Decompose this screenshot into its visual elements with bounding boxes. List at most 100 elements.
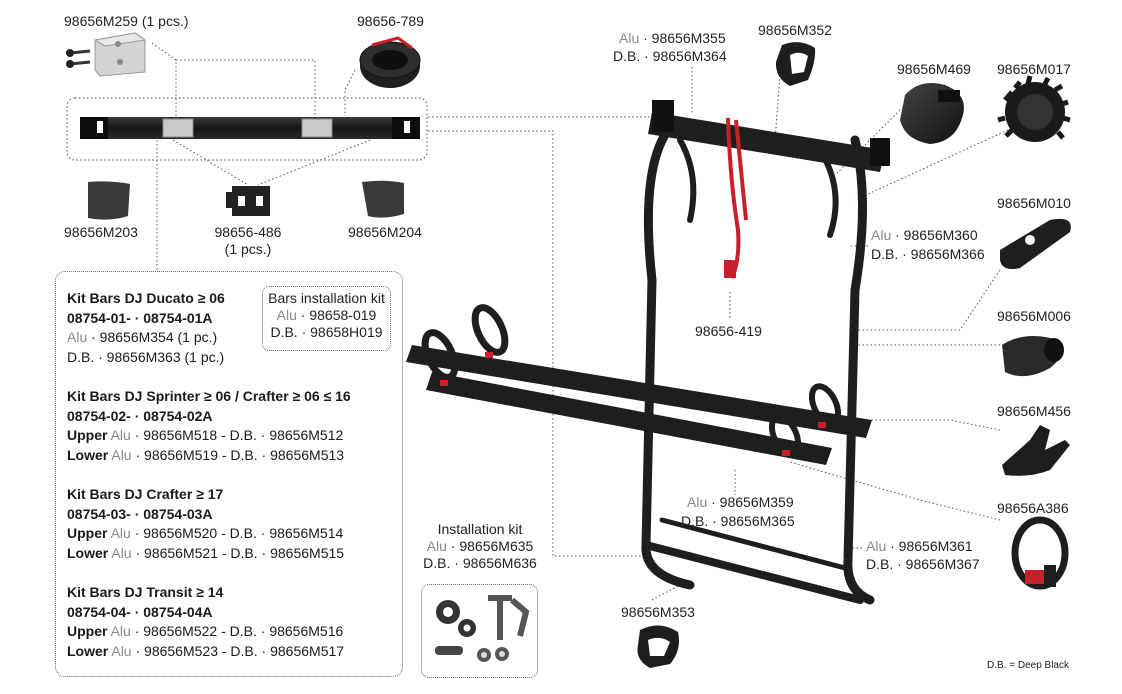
lower-bar-part <box>80 117 420 139</box>
part-label-419: 98656-419 <box>695 323 762 339</box>
bars-kit-title: Bars installation kit <box>268 290 385 306</box>
part-label-m017: 98656M017 <box>997 61 1071 77</box>
upper-label: Upper <box>67 525 108 541</box>
strap-part-icon <box>724 117 748 279</box>
part-label-a386: 98656A386 <box>997 500 1069 516</box>
kit-upper-line: Upper Alu · 98656M520 - D.B. · 98656M514 <box>67 524 344 544</box>
cradle-icon <box>775 42 816 86</box>
kit-upper-line: Upper Alu · 98656M518 - D.B. · 98656M512 <box>67 426 351 446</box>
part-code: · 98656M366 <box>902 246 985 262</box>
lower-label: Lower <box>67 642 109 659</box>
kit-title: Kit Bars DJ Ducato ≥ 06 <box>67 290 225 306</box>
part-code: · 98656M635 <box>450 538 534 554</box>
db-label: D.B. <box>681 513 709 529</box>
part-label-m367: D.B. · 98656M367 <box>866 556 980 573</box>
part-code: · 98656M365 <box>712 513 795 529</box>
top-bar-part <box>648 100 890 172</box>
bars-installation-kit: Bars installation kit Alu · 98658-019 D.… <box>262 290 391 341</box>
part-code: · 98656M354 (1 pc.) <box>91 329 218 345</box>
part-code: · 98656M367 <box>897 556 980 572</box>
kit-db-line: D.B. · 98656M363 (1 pc.) <box>67 348 225 365</box>
kit-codes: 08754-04- · 08754-04A <box>67 603 213 620</box>
part-label-486: 98656-486 (1 pcs.) <box>213 224 283 258</box>
alu-label: Alu <box>111 642 132 659</box>
part-code: · 98656M521 - D.B. · 98656M515 <box>135 544 345 561</box>
upper-label: Upper <box>67 623 108 639</box>
lower-label: Lower <box>67 446 109 463</box>
bracket-part-icon <box>66 32 147 77</box>
part-label-m359: Alu · 98656M359 <box>687 494 794 511</box>
kit-title: Kit Bars DJ Transit ≥ 14 <box>67 584 224 600</box>
part-label-486-qty: (1 pcs.) <box>224 241 272 257</box>
part-code: · 98656M518 - D.B. · 98656M512 <box>134 427 344 443</box>
kit-title: Kit Bars DJ Crafter ≥ 17 <box>67 486 224 502</box>
part-label-m469: 98656M469 <box>897 61 971 77</box>
part-label-m364: D.B. · 98656M364 <box>613 48 727 65</box>
bike-trays <box>406 304 872 465</box>
kit-codes: 08754-03- · 08754-03A <box>67 505 213 522</box>
db-label: D.B. <box>423 555 451 571</box>
alu-label: Alu <box>110 525 131 541</box>
part-label-m203: 98656M203 <box>64 224 138 240</box>
end-cap-right-icon <box>362 180 404 218</box>
kit-lower-line: Lower Alu · 98656M523 - D.B. · 98656M517 <box>67 642 344 662</box>
part-code: · 98656M523 - D.B. · 98656M517 <box>135 642 345 659</box>
part-code: · 98656M359 <box>711 494 794 510</box>
kit-sprinter: Kit Bars DJ Sprinter ≥ 06 / Crafter ≥ 06… <box>67 387 351 465</box>
installation-kit-box <box>421 584 538 678</box>
part-label-m366: D.B. · 98656M366 <box>871 246 985 263</box>
part-code: · 98656M355 <box>643 30 726 46</box>
strap-roll-icon <box>359 36 421 88</box>
wheel-holder-icon <box>1002 425 1070 476</box>
alu-label: Alu <box>111 446 132 463</box>
strap-ring-icon <box>1011 516 1069 590</box>
cradle-lower-icon <box>637 625 679 668</box>
part-code: · 98656M364 <box>644 48 727 64</box>
db-label: D.B. <box>871 246 899 262</box>
part-label-m006: 98656M006 <box>997 308 1071 324</box>
kit-alu-line: Alu · 98656M354 (1 pc.) <box>67 328 225 348</box>
db-label: D.B. <box>270 324 298 340</box>
hardware-icons <box>435 595 530 662</box>
upper-label: Upper <box>67 427 108 443</box>
part-code: · 98656M361 <box>890 538 973 554</box>
kit-transit: Kit Bars DJ Transit ≥ 14 08754-04- · 087… <box>67 583 344 661</box>
part-code: · 98658-019 <box>300 307 377 323</box>
part-code: · 98656M360 <box>895 227 978 243</box>
part-label-m365: D.B. · 98656M365 <box>681 513 795 530</box>
install-kit-db: D.B. · 98656M636 <box>418 555 542 572</box>
part-label-486-code: 98656-486 <box>214 224 282 240</box>
alu-label: Alu <box>110 623 131 639</box>
part-label-m355: Alu · 98656M355 <box>619 30 726 47</box>
kit-lower-line: Lower Alu · 98656M519 - D.B. · 98656M513 <box>67 446 351 466</box>
install-kit-title: Installation kit <box>437 521 523 537</box>
part-code: · 98656M636 <box>454 555 537 571</box>
kit-title: Kit Bars DJ Sprinter ≥ 06 / Crafter ≥ 06… <box>67 388 351 404</box>
part-label-m352: 98656M352 <box>758 22 832 38</box>
install-kit-alu: Alu · 98656M635 <box>418 538 542 555</box>
part-label-m361: Alu · 98656M361 <box>866 538 973 555</box>
kit-lower-line: Lower Alu · 98656M521 - D.B. · 98656M515 <box>67 544 344 564</box>
db-label: D.B. <box>613 48 641 64</box>
alu-label: Alu <box>619 30 640 46</box>
lower-label: Lower <box>67 544 109 561</box>
kit-codes: 08754-01- · 08754-01A <box>67 309 213 326</box>
part-label-m360: Alu · 98656M360 <box>871 227 978 244</box>
part-label-m010: 98656M010 <box>997 195 1071 211</box>
alu-label: Alu <box>426 538 447 554</box>
part-label-789: 98656-789 <box>357 13 424 29</box>
part-code: · 98656M519 - D.B. · 98656M513 <box>135 446 345 463</box>
bars-kit-alu: Alu · 98658-019 <box>262 307 391 324</box>
part-label-m456: 98656M456 <box>997 403 1071 419</box>
alu-label: Alu <box>276 307 297 323</box>
clamp-arm-icon <box>1000 218 1071 269</box>
mount-plate-icon <box>226 186 270 216</box>
bars-kit-db: D.B. · 98658H019 <box>262 324 391 341</box>
part-label-m259: 98656M259 (1 pcs.) <box>64 13 189 29</box>
part-label-m204: 98656M204 <box>348 224 422 240</box>
bars-installation-kit-box <box>262 286 391 351</box>
knob-icon <box>900 82 964 144</box>
alu-label: Alu <box>111 544 132 561</box>
alu-label: Alu <box>67 329 88 345</box>
